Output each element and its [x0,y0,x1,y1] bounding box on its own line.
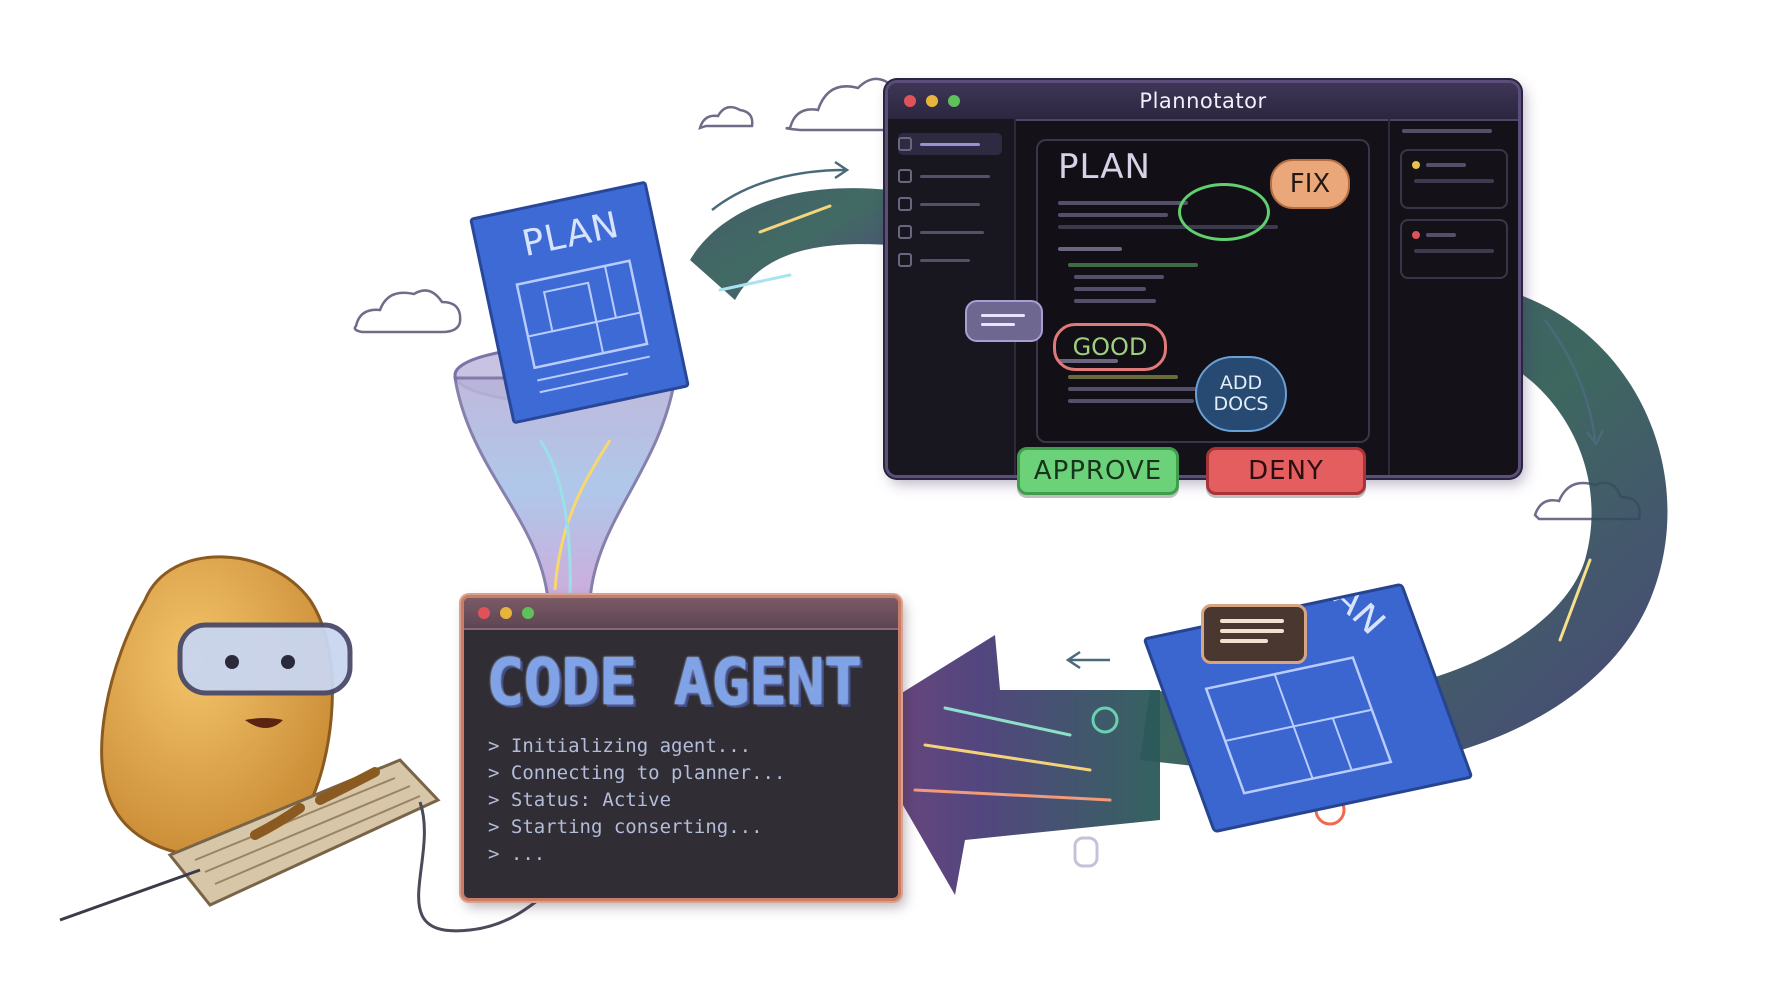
log-line: > Starting conserting... [488,816,763,838]
plannotator-sidebar [888,119,1016,475]
log-line: > Initializing agent... [488,735,752,757]
add-docs-annotation[interactable]: ADD DOCS [1195,356,1287,432]
bullet-icon [898,197,912,211]
log-line: > Status: Active [488,789,672,811]
plan-document-top: PLAN [469,180,690,425]
close-icon[interactable] [904,95,916,107]
agent-log: > Initializing agent... > Connecting to … [488,733,785,868]
log-line: > ... [488,843,546,865]
add-docs-line2: DOCS [1213,393,1269,415]
maximize-icon[interactable] [948,95,960,107]
sidebar-item[interactable] [898,133,1002,155]
comment-bubble-icon[interactable] [965,300,1043,342]
plan-document-annotated: PLAN [1142,582,1474,834]
bullet-icon [898,225,912,239]
sidebar-item[interactable] [898,165,1002,187]
sidebar-item[interactable] [898,193,1002,215]
blueprint-icon [1204,656,1393,795]
close-icon[interactable] [478,607,490,619]
window-title: Plannotator [1139,89,1267,113]
good-annotation[interactable]: GOOD [1053,323,1167,371]
add-docs-line1: ADD [1219,372,1263,394]
code-agent-title: CODE AGENT [486,646,862,720]
keyboard-icon [167,758,441,907]
flow-to-planner [690,188,890,300]
sidebar-item[interactable] [898,221,1002,243]
minimize-icon[interactable] [926,95,938,107]
fix-annotation[interactable]: FIX [1270,159,1350,209]
comment-card[interactable] [1400,149,1508,209]
highlight-circle [1178,183,1270,241]
sidebar-item[interactable] [898,249,1002,271]
return-arrow [855,635,1160,895]
code-agent-window: CODE AGENT > Initializing agent... > Con… [461,595,901,901]
flow-feedback [1140,290,1668,774]
direction-arrow-icon [711,160,1605,670]
minimize-icon[interactable] [500,607,512,619]
log-line: > Connecting to planner... [488,762,786,784]
plannotator-comments-panel [1388,119,1518,475]
potato-coder-character [59,555,561,933]
bullet-icon [898,253,912,267]
plan-heading: PLAN [1058,147,1151,187]
deny-button[interactable]: DENY [1206,447,1366,495]
bullet-icon [898,137,912,151]
feedback-comment-icon [1201,604,1307,664]
bullet-icon [898,169,912,183]
window-titlebar: Plannotator [888,83,1518,121]
comment-card[interactable] [1400,219,1508,279]
blueprint-icon [515,259,650,394]
window-titlebar [464,598,898,630]
maximize-icon[interactable] [522,607,534,619]
approve-button[interactable]: APPROVE [1017,447,1179,495]
